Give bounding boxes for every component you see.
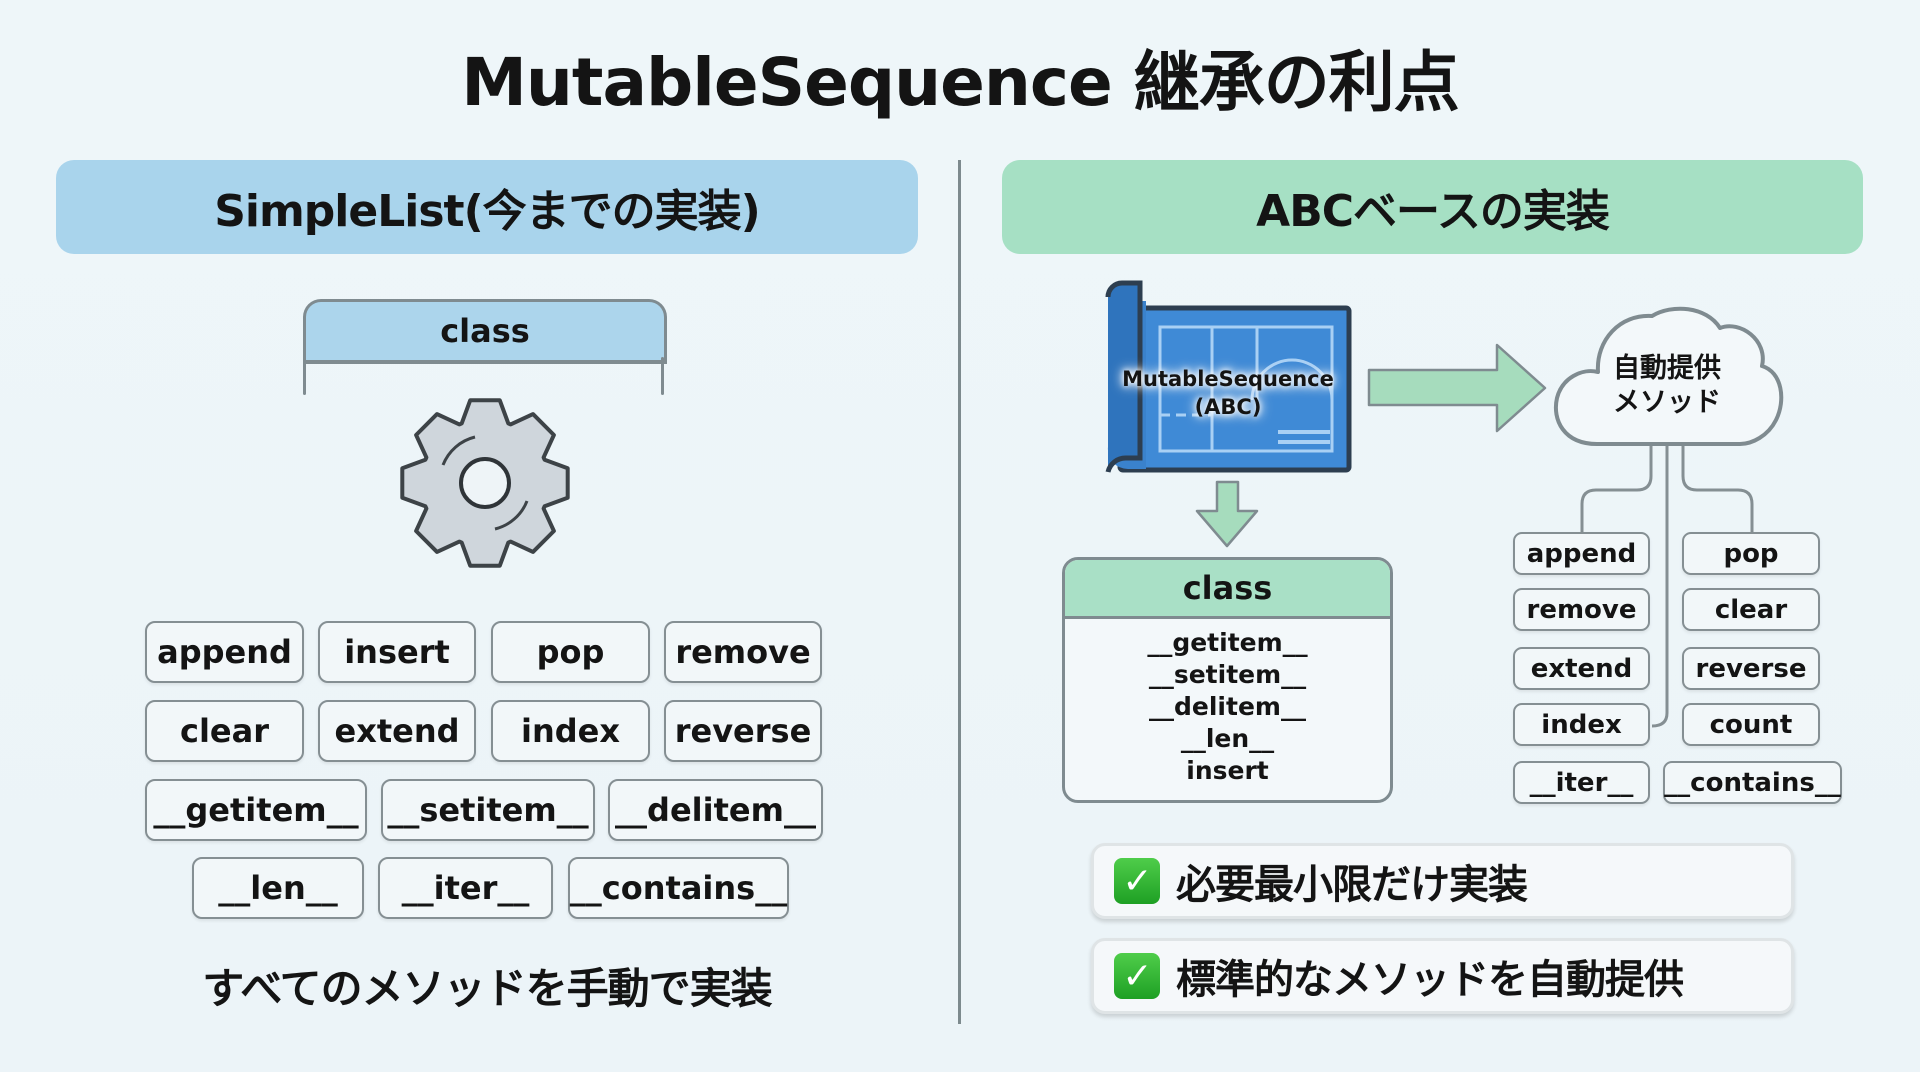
provided-method-chip: extend <box>1513 647 1650 690</box>
provided-method-chip: index <box>1513 703 1650 746</box>
check-icon: ✓ <box>1114 858 1160 904</box>
benefit-text: 標準的なメソッドを自動提供 <box>1176 957 1684 1003</box>
method-chip: __iter__ <box>378 857 553 919</box>
provided-method-chip: clear <box>1682 588 1820 631</box>
benefit-item: ✓ 必要最小限だけ実装 <box>1091 843 1794 919</box>
cloud-label: 自動提供 メソッド <box>1555 352 1779 420</box>
cloud-label-line1: 自動提供 <box>1613 353 1721 384</box>
simplelist-header: SimpleList(今までの実装) <box>56 160 918 254</box>
provided-method-chip: remove <box>1513 588 1650 631</box>
abc-header: ABCベースの実装 <box>1002 160 1863 254</box>
blueprint-label-line1: MutableSequence <box>1122 367 1334 391</box>
method-chip: insert <box>318 621 476 683</box>
provided-method-chip: pop <box>1682 532 1820 575</box>
class-box-title: class <box>1065 560 1390 619</box>
benefit-text: 必要最小限だけ実装 <box>1176 862 1528 908</box>
required-method: __delitem__ <box>1149 692 1306 721</box>
required-method: insert <box>1186 756 1269 785</box>
bracket-right-leg <box>661 357 664 395</box>
required-method: __len__ <box>1180 724 1275 753</box>
page-title: MutableSequence 継承の利点 <box>461 44 1460 121</box>
provided-method-chip: append <box>1513 532 1650 575</box>
class-label: class <box>303 299 667 364</box>
method-chip: reverse <box>664 700 822 762</box>
cloud-icon <box>1554 306 1784 446</box>
method-chip: __setitem__ <box>381 779 595 841</box>
method-chip: __getitem__ <box>145 779 367 841</box>
arrow-down-icon <box>1195 480 1259 548</box>
cloud-label-line2: メソッド <box>1613 387 1721 418</box>
benefit-item: ✓ 標準的なメソッドを自動提供 <box>1091 938 1794 1014</box>
class-box: class __getitem__ __setitem__ __delitem_… <box>1062 557 1393 803</box>
gear-icon <box>400 398 570 568</box>
method-chip: __contains__ <box>568 857 789 919</box>
bracket-left-leg <box>303 357 306 395</box>
blueprint-label-line2: (ABC) <box>1194 395 1262 419</box>
column-divider <box>958 160 961 1024</box>
provided-method-chip: __contains__ <box>1663 761 1842 804</box>
method-chip: clear <box>145 700 304 762</box>
tree-connectors <box>1580 446 1754 728</box>
method-chip: __delitem__ <box>608 779 823 841</box>
method-chip: extend <box>318 700 476 762</box>
check-icon: ✓ <box>1114 953 1160 999</box>
provided-method-chip: reverse <box>1682 647 1820 690</box>
required-method: __setitem__ <box>1148 660 1307 689</box>
method-chip: index <box>491 700 650 762</box>
left-caption: すべてのメソッドを手動で実装 <box>202 964 772 1013</box>
class-box-methods: __getitem__ __setitem__ __delitem__ __le… <box>1065 619 1390 787</box>
method-chip: __len__ <box>192 857 364 919</box>
method-chip: append <box>145 621 304 683</box>
method-chip: pop <box>491 621 650 683</box>
provided-method-chip: count <box>1682 703 1820 746</box>
provided-method-chip: __iter__ <box>1513 761 1650 804</box>
method-chip: remove <box>664 621 822 683</box>
required-method: __getitem__ <box>1147 628 1308 657</box>
arrow-right-icon <box>1367 343 1547 433</box>
blueprint-label: MutableSequence (ABC) <box>1105 365 1351 421</box>
blueprint-icon <box>1105 280 1352 473</box>
